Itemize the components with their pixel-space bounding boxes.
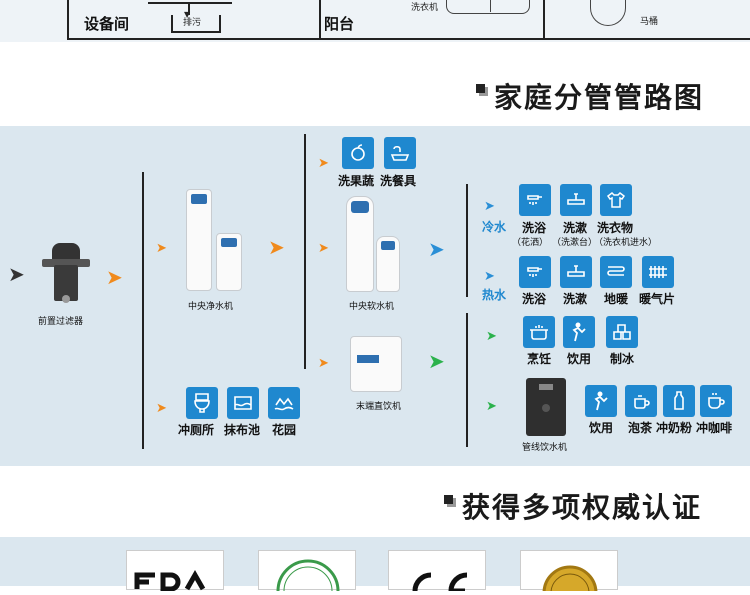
label-hot-bath: 洗浴	[522, 292, 547, 306]
central-softener-label: 中央软水机	[349, 302, 395, 312]
room-label-balcony: 阳台	[324, 15, 355, 33]
label-tea: 泡茶	[628, 421, 653, 435]
label-cold-bath: 洗浴	[522, 221, 547, 235]
title-marker-icon	[476, 84, 485, 93]
arrow-softener-out-icon: ➤	[428, 237, 445, 261]
radiator-icon	[642, 256, 674, 288]
laundry-icon	[600, 184, 632, 216]
garden-icon	[268, 387, 300, 419]
arrow-raw-icon: ➤	[156, 401, 167, 416]
toilet-label: 马桶	[640, 17, 659, 27]
label-garden: 花园	[272, 423, 297, 437]
section-title-pipeline: 家庭分管管路图	[494, 81, 705, 114]
ice-icon	[606, 316, 638, 348]
label-cold-laundry: 洗衣物	[597, 221, 634, 235]
cert-green-logo	[258, 550, 356, 595]
label-mop: 抹布池	[224, 423, 261, 437]
input-arrow-icon: ➤	[8, 262, 25, 286]
cold-water-label: 冷水	[482, 220, 507, 234]
central-softener-tank	[346, 196, 374, 292]
label-floor-heat: 地暖	[604, 292, 629, 306]
divider-line-4	[466, 313, 468, 447]
arrow-hot-icon: ➤	[484, 269, 495, 284]
arrow-purifier-in-icon: ➤	[156, 241, 167, 256]
arrow-drinker-out-icon: ➤	[428, 349, 445, 373]
cert-gold-seal-logo	[520, 550, 618, 595]
pipeline-drink-icon	[585, 385, 617, 417]
arrow-purifier-out-icon: ➤	[268, 235, 285, 259]
label-pipeline-drink: 饮用	[589, 421, 614, 435]
shower-icon	[519, 184, 551, 216]
drinking-person-icon	[563, 316, 595, 348]
divider-line-1	[142, 172, 144, 449]
label-radiator: 暖气片	[639, 292, 676, 306]
hot-basin-icon	[560, 256, 592, 288]
terminal-drinker-label: 末端直饮机	[356, 402, 402, 412]
cert-fda-logo	[126, 550, 224, 592]
prefilter-label: 前置过滤器	[38, 317, 84, 327]
label-drink: 饮用	[567, 352, 592, 366]
label-wash-dish: 洗餐具	[380, 174, 417, 188]
prefilter-device	[42, 243, 90, 305]
room-cell-balcony	[321, 0, 545, 38]
milk-bottle-icon	[663, 385, 695, 417]
room-table	[67, 0, 750, 40]
label-ice: 制冰	[610, 352, 635, 366]
label-toilet: 冲厕所	[178, 423, 215, 437]
divider-line-3	[466, 184, 468, 297]
dish-wash-icon	[384, 137, 416, 169]
section-title-cert: 获得多项权威认证	[462, 491, 703, 524]
label-cold-laundry-sub: （洗衣机进水）	[594, 238, 658, 248]
washer-divider	[490, 0, 491, 12]
arrow-drinker-in-icon: ➤	[318, 356, 329, 371]
teapot-icon	[625, 385, 657, 417]
drain-label: 排污	[183, 18, 202, 28]
central-purifier-unit	[216, 233, 242, 291]
equipment-box	[148, 0, 232, 4]
pipeline-drinker-label: 管线饮水机	[522, 443, 568, 453]
toilet-icon	[186, 387, 218, 419]
label-coffee: 冲咖啡	[696, 421, 733, 435]
arrow-prefilter-out-icon: ➤	[106, 265, 123, 289]
terminal-drinker-device	[350, 336, 402, 392]
label-wash-fruit: 洗果蔬	[338, 174, 375, 188]
label-cold-rinse-sub: （洗漱台）	[552, 238, 598, 248]
floor-heat-icon	[600, 256, 632, 288]
central-purifier-label: 中央净水机	[188, 302, 234, 312]
label-milk: 冲奶粉	[656, 421, 693, 435]
divider-line-2	[304, 134, 306, 369]
arrow-cold-icon: ➤	[484, 199, 495, 214]
room-label-equipment: 设备间	[84, 15, 130, 33]
basin-icon	[560, 184, 592, 216]
label-hot-rinse: 洗漱	[563, 292, 588, 306]
label-cold-bath-sub: （花洒）	[512, 238, 549, 248]
washer-drawing	[446, 0, 530, 14]
room-cell-equipment	[69, 0, 321, 38]
hot-shower-icon	[519, 256, 551, 288]
coffee-cup-icon	[700, 385, 732, 417]
cert-ce-logo	[388, 550, 486, 595]
drain-pipe	[188, 3, 190, 15]
pipeline-drinker-device	[526, 378, 566, 436]
mop-sink-icon	[227, 387, 259, 419]
label-cold-rinse: 洗漱	[563, 221, 588, 235]
arrow-pipeline-icon: ➤	[486, 399, 497, 414]
drain-box	[171, 15, 221, 33]
hot-water-label: 热水	[482, 288, 507, 302]
central-purifier-tank	[186, 189, 212, 291]
title-marker-2-icon	[444, 495, 453, 504]
arrow-softener-in-icon: ➤	[318, 241, 329, 256]
cooking-icon	[523, 316, 555, 348]
fruit-wash-icon	[342, 137, 374, 169]
certification-band	[0, 537, 750, 586]
arrow-drink-icon: ➤	[486, 329, 497, 344]
label-cook: 烹饪	[527, 352, 552, 366]
central-softener-unit	[376, 236, 400, 292]
drain-arrow-icon: ▼	[184, 10, 191, 19]
arrow-kitchen-icon: ➤	[318, 156, 329, 171]
washer-label: 洗衣机	[411, 3, 439, 13]
